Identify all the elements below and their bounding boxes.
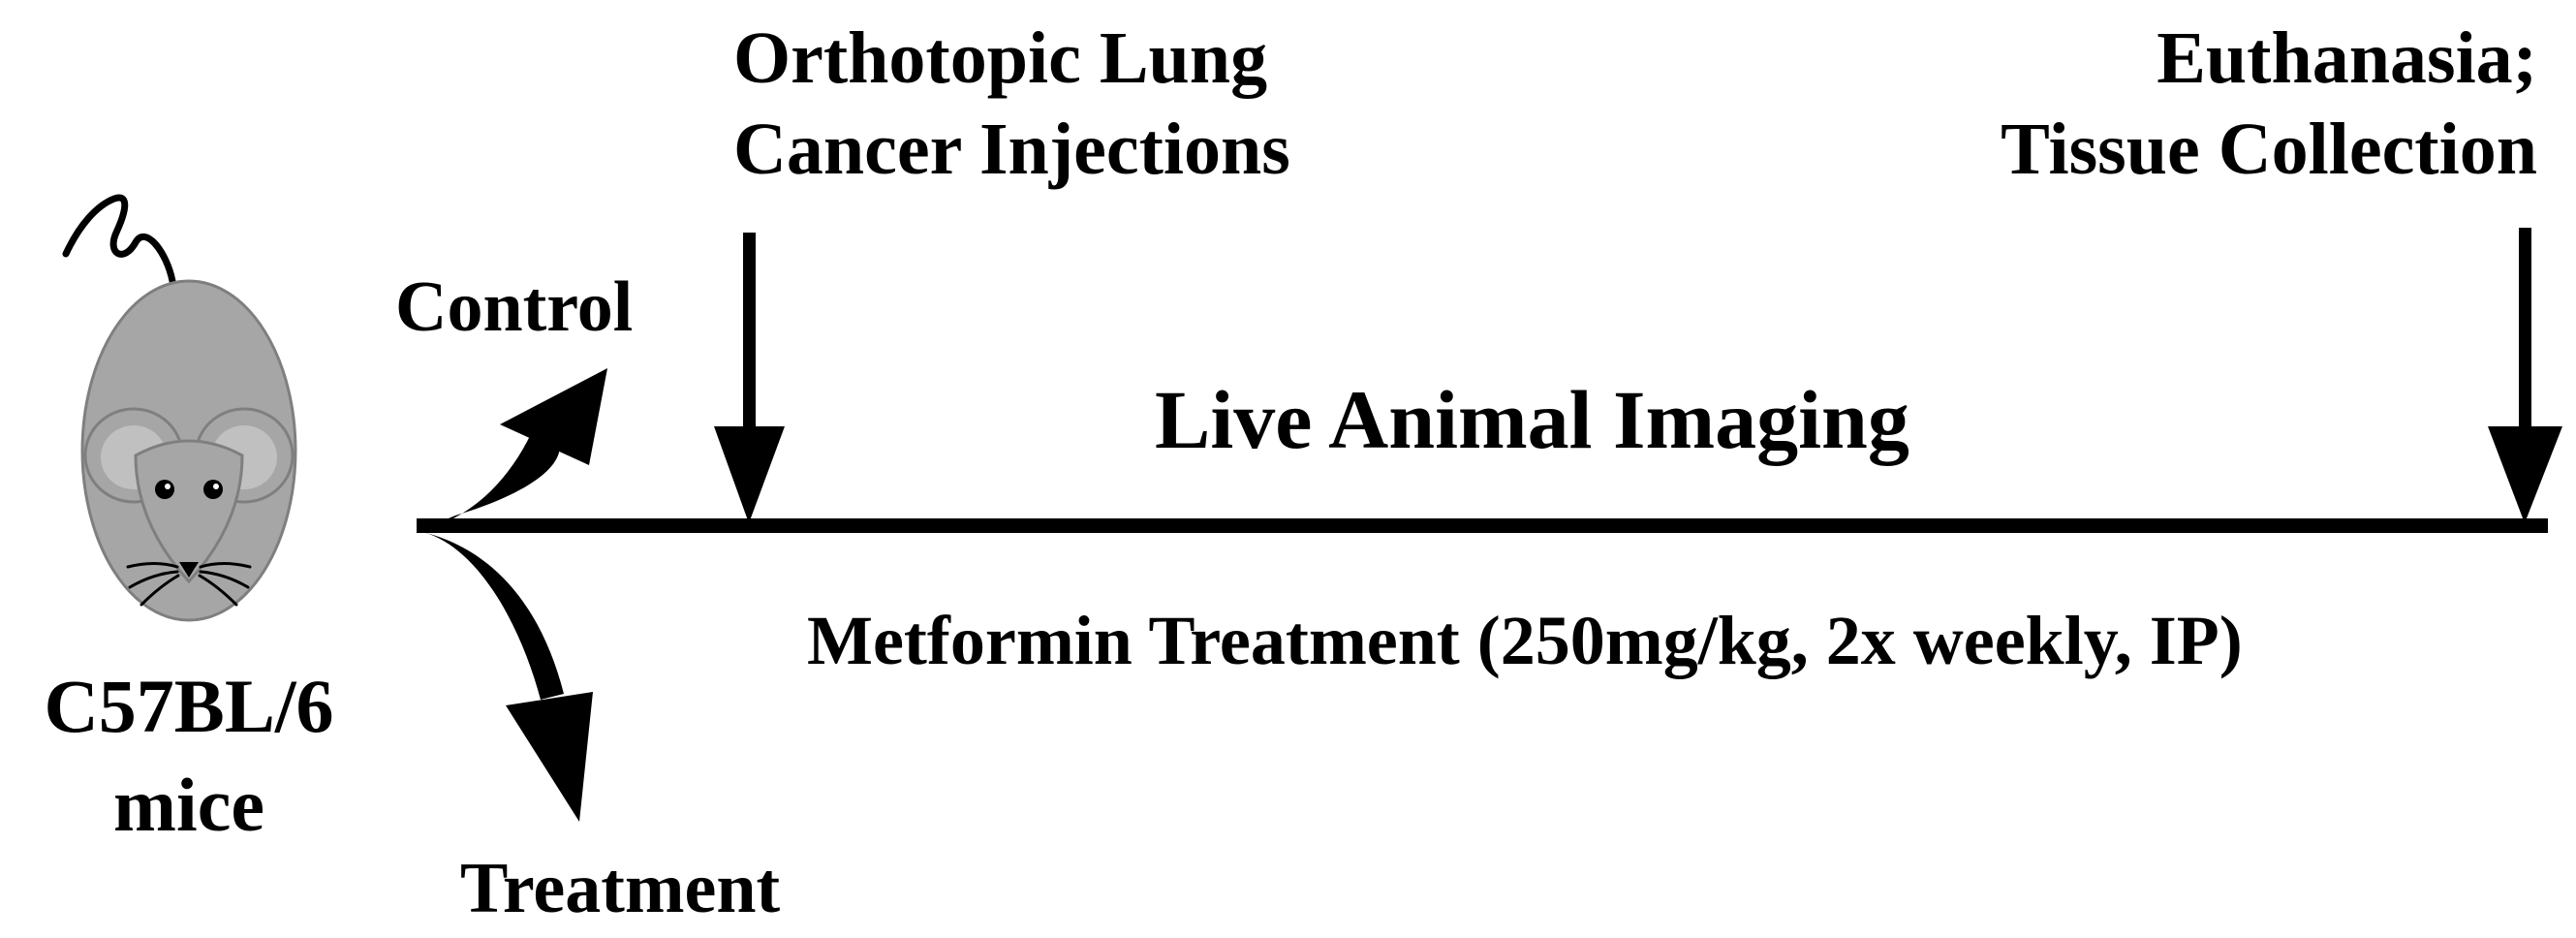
mouse-icon xyxy=(62,194,297,622)
treatment-label: Treatment xyxy=(460,849,781,928)
mouse-nose xyxy=(179,562,199,578)
injection-event-line2: Cancer Injections xyxy=(733,109,1290,190)
mouse-tail xyxy=(62,194,176,285)
treatment-branch-arrow xyxy=(419,531,564,700)
imaging-label: Live Animal Imaging xyxy=(1155,373,1909,466)
treatment-arrowhead xyxy=(506,692,593,822)
timeline-line xyxy=(417,518,2548,533)
subject-label: C57BL/6 mice xyxy=(0,669,378,843)
euthanasia-event-label: Euthanasia; Tissue Collection xyxy=(2001,21,2537,203)
injection-event-line1: Orthotopic Lung xyxy=(733,17,1268,99)
subject-label-line2: mice xyxy=(113,763,264,847)
control-branch-arrow xyxy=(419,428,560,531)
euthanasia-event-line2: Tissue Collection xyxy=(2001,109,2537,190)
injection-event-label: Orthotopic Lung Cancer Injections xyxy=(733,21,1290,203)
mouse-head xyxy=(134,439,244,584)
mouse-whiskers xyxy=(126,562,252,607)
injection-down-arrow xyxy=(714,233,785,523)
euthanasia-event-line1: Euthanasia; xyxy=(2157,17,2537,99)
control-arrowhead xyxy=(500,368,607,465)
control-label: Control xyxy=(395,267,634,347)
mouse-eye-left xyxy=(155,480,174,499)
mouse-eye-right xyxy=(203,480,223,499)
subject-label-line1: C57BL/6 xyxy=(44,664,334,748)
euthanasia-down-arrow xyxy=(2488,228,2562,523)
treatment-regimen-label: Metformin Treatment (250mg/kg, 2x weekly… xyxy=(807,602,2243,679)
